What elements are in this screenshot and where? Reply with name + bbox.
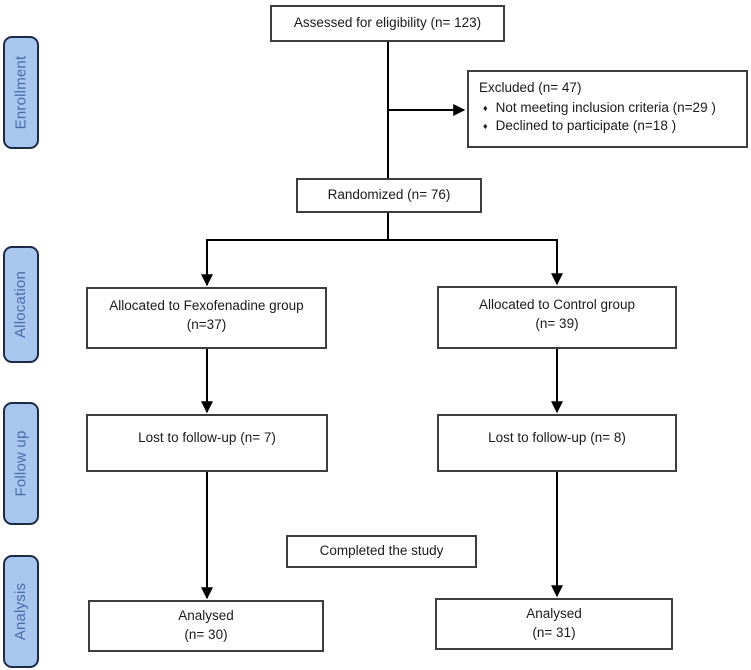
allocated-control-line1: Allocated to Control group xyxy=(478,297,636,312)
box-allocated-fexofenadine: Allocated to Fexofenadine group (n=37) xyxy=(86,287,327,349)
box-allocated-control: Allocated to Control group (n= 39) xyxy=(437,286,677,349)
box-excluded: Excluded (n= 47) ♦ Not meeting inclusion… xyxy=(467,70,748,148)
excluded-title: Excluded (n= 47) xyxy=(479,80,582,95)
box-lost-followup-fexofenadine: Lost to follow-up (n= 7) xyxy=(86,414,328,472)
box-randomized: Randomized (n= 76) xyxy=(296,178,482,213)
stage-label-follow-up-text: Follow up xyxy=(12,430,30,497)
completed-study-text: Completed the study xyxy=(319,543,444,559)
stage-label-enrollment-text: Enrollment xyxy=(12,55,30,130)
diamond-bullet-icon: ♦ xyxy=(483,121,488,132)
excluded-reason-text: Not meeting inclusion criteria (n=29 ) xyxy=(495,99,716,115)
stage-label-follow-up: Follow up xyxy=(3,402,39,525)
allocated-control-line2: (n= 39) xyxy=(535,315,579,331)
stage-label-allocation: Allocation xyxy=(3,246,39,363)
excluded-reason-text: Declined to participate (n=18 ) xyxy=(495,118,677,134)
analysed-fexofenadine-line1: Analysed xyxy=(178,608,234,624)
lost-followup-control-text: Lost to follow-up (n= 8) xyxy=(488,430,626,445)
stage-label-analysis-text: Analysis xyxy=(12,582,30,641)
box-analysed-control: Analysed (n= 31) xyxy=(435,598,673,650)
stage-label-allocation-text: Allocation xyxy=(12,270,30,339)
allocated-fexofenadine-line1: Allocated to Fexofenadine group xyxy=(109,298,304,313)
box-analysed-fexofenadine: Analysed (n= 30) xyxy=(88,600,324,652)
box-lost-followup-control: Lost to follow-up (n= 8) xyxy=(437,414,677,472)
box-completed-study: Completed the study xyxy=(286,535,477,568)
lost-followup-fexofenadine-text: Lost to follow-up (n= 7) xyxy=(138,430,276,445)
analysed-fexofenadine-line2: (n= 30) xyxy=(184,627,228,642)
diamond-bullet-icon: ♦ xyxy=(483,102,488,113)
randomized-text: Randomized (n= 76) xyxy=(327,187,451,203)
excluded-reason-item: ♦ Not meeting inclusion criteria (n=29 ) xyxy=(479,99,716,118)
stage-label-analysis: Analysis xyxy=(3,555,39,668)
allocated-fexofenadine-line2: (n=37) xyxy=(186,316,227,332)
assessed-text: Assessed for eligibility (n= 123) xyxy=(293,15,482,31)
analysed-control-line1: Analysed xyxy=(526,606,582,622)
excluded-reasons-list: ♦ Not meeting inclusion criteria (n=29 )… xyxy=(479,99,716,136)
analysed-control-line2: (n= 31) xyxy=(532,625,576,640)
stage-label-enrollment: Enrollment xyxy=(3,36,39,149)
box-assessed-eligibility: Assessed for eligibility (n= 123) xyxy=(270,5,505,42)
excluded-reason-item: ♦ Declined to participate (n=18 ) xyxy=(479,117,716,136)
